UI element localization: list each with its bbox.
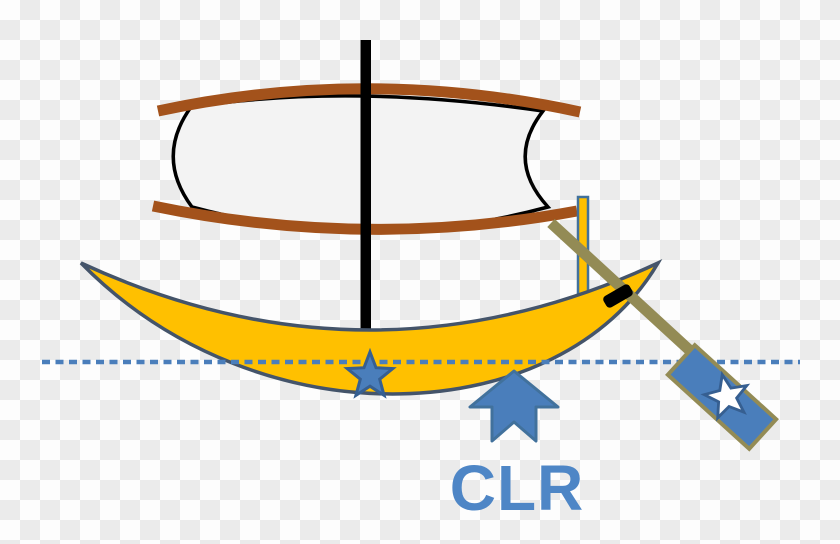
clr-arrow-icon — [468, 369, 560, 443]
mast — [360, 40, 371, 332]
clr-label: CLR — [450, 452, 585, 524]
hull-star-icon — [343, 347, 397, 399]
hull — [79, 259, 663, 396]
oar-blade-star-icon — [700, 370, 751, 422]
oarlock — [603, 284, 633, 308]
